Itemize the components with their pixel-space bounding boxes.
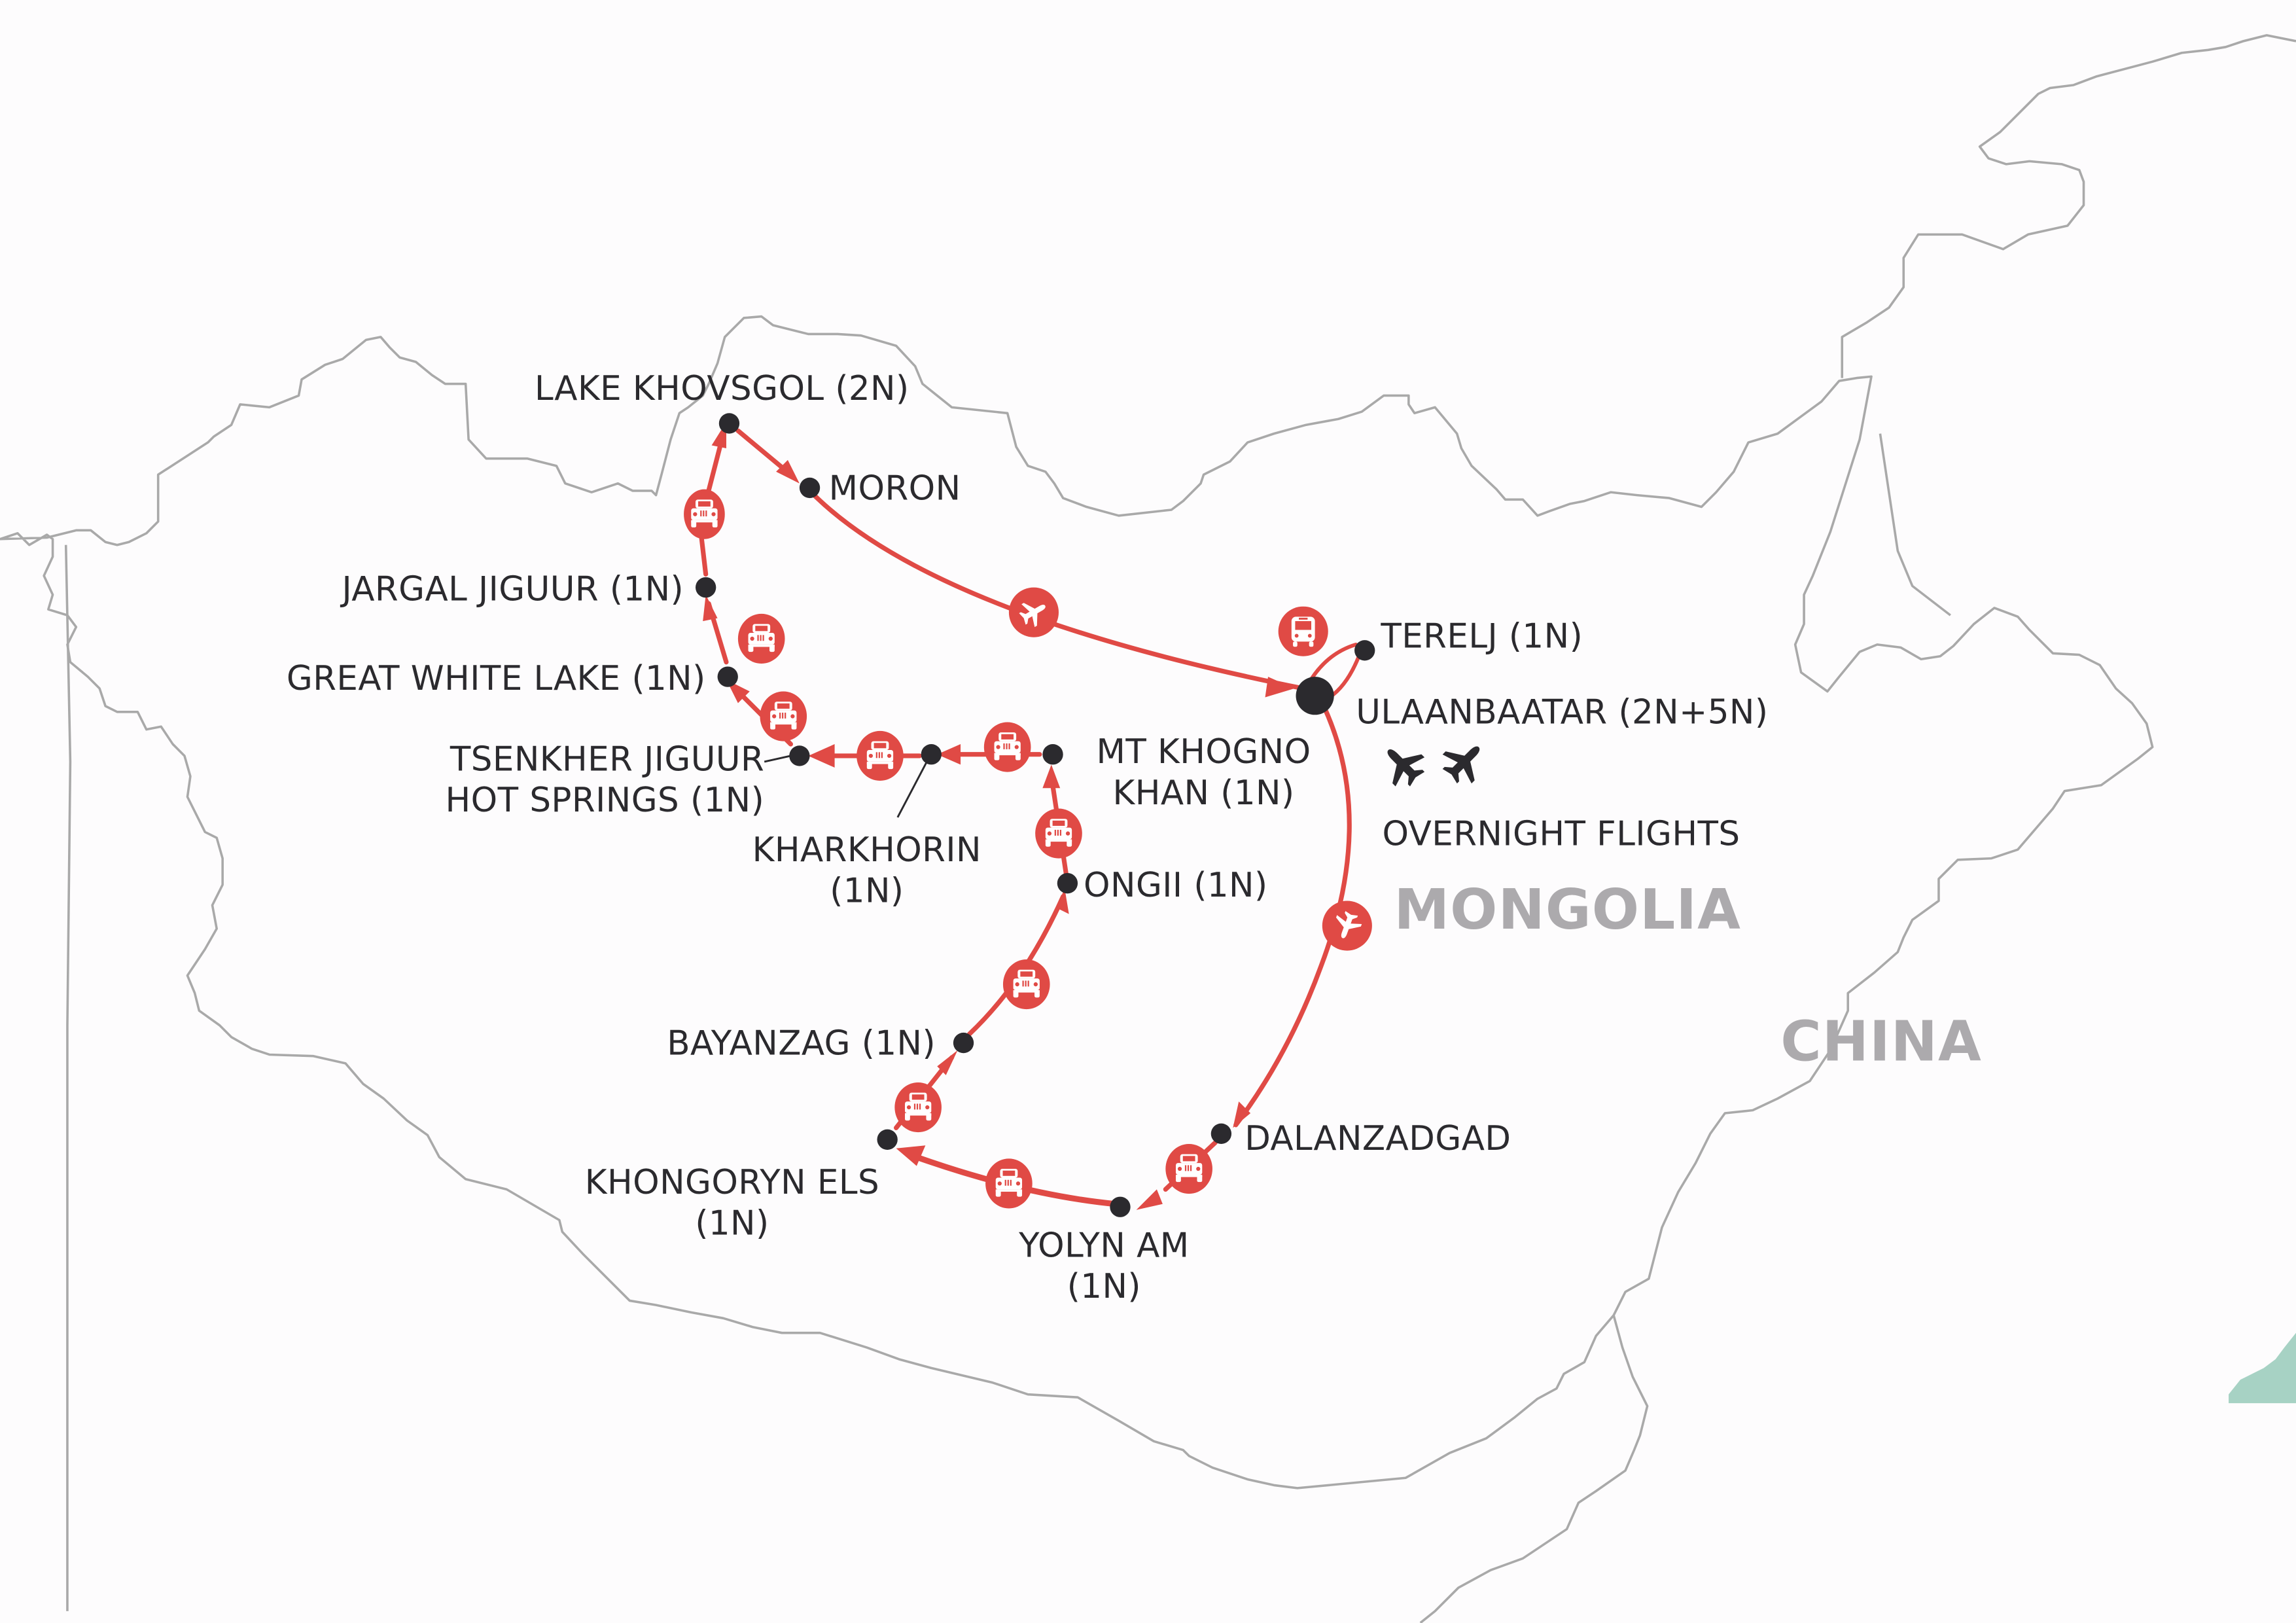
border-left-vertical: [64, 544, 72, 1611]
stop-marker-great-white-lake: [717, 666, 738, 687]
label-yolyn-line1: YOLYN AM: [1018, 1226, 1189, 1265]
arrow-icon: [1265, 677, 1295, 698]
label-tsenkher-line2: HOT SPRINGS (1N): [446, 781, 765, 820]
stop-marker-moron: [799, 477, 821, 499]
stop-marker-ulaanbaatar: [1296, 677, 1334, 715]
label-ongii: ONGII (1N): [1084, 866, 1267, 905]
stop-marker-kharkhorin: [921, 744, 942, 765]
two-airplanes-icon: [1373, 732, 1494, 794]
stop-marker-lake-khovsgol: [718, 413, 740, 434]
stop-marker-jargal-jiguur: [695, 577, 716, 598]
jeep-icon: [894, 1082, 942, 1133]
arrow-icon: [808, 744, 835, 768]
country-label-china: CHINA: [1780, 1009, 1982, 1074]
label-kharkhorin-line1: KHARKHORIN: [752, 830, 981, 870]
label-jargal-jiguur: JARGAL JIGUUR (1N): [340, 570, 684, 609]
sea-area: [2229, 1332, 2296, 1404]
label-overnight-flights: OVERNIGHT FLIGHTS: [1383, 814, 1740, 853]
bus-icon: [1278, 606, 1328, 656]
border-ne-inner: [1879, 433, 1951, 616]
arrow-icon: [937, 744, 961, 765]
transport-badges: [684, 489, 1372, 1209]
label-bayanzag: BAYANZAG (1N): [667, 1024, 936, 1063]
country-label-mongolia: MONGOLIA: [1394, 878, 1741, 942]
china-border-east: [1419, 1315, 1649, 1623]
stop-markers: [695, 413, 1375, 1217]
stop-marker-mt-khogno: [1042, 744, 1063, 765]
stop-marker-dalanzadgad: [1210, 1123, 1232, 1144]
jeep-icon: [1165, 1143, 1212, 1194]
label-yolyn-line2: (1N): [1067, 1267, 1141, 1306]
label-tsenkher-line1: TSENKHER JIGUUR: [450, 740, 764, 779]
arrow-icon: [1042, 764, 1061, 789]
jeep-icon: [983, 722, 1031, 772]
jeep-icon: [1002, 959, 1050, 1010]
airplane-icon: [1322, 901, 1372, 951]
label-khogno-line2: KHAN (1N): [1113, 774, 1295, 813]
arrow-icon: [703, 594, 718, 622]
stop-marker-yolyn-am: [1110, 1196, 1131, 1217]
jeep-icon: [760, 691, 807, 741]
airplane-icon: [1008, 587, 1059, 637]
jeep-icon: [1035, 808, 1082, 859]
stop-marker-bayanzag: [953, 1032, 974, 1054]
arrow-icon: [896, 1145, 926, 1166]
stop-marker-tsenkher-jiguur: [789, 745, 810, 766]
arrow-icon: [1057, 887, 1069, 914]
stop-marker-ongii: [1057, 872, 1078, 894]
mongolia-border: [0, 315, 2154, 1489]
russia-border-north: [1841, 34, 2296, 378]
label-ulaanbaatar: ULAANBAATAR (2N+5N): [1356, 693, 1768, 732]
label-khongoryn-line1: KHONGORYN ELS: [585, 1163, 879, 1202]
flight-moron-ulaanbaatar: [811, 493, 1306, 691]
arrow-icon: [937, 1050, 958, 1075]
flight-ulaanbaatar-dalanzadgad: [1233, 704, 1352, 1128]
label-kharkhorin-line2: (1N): [830, 872, 904, 911]
arrow-icon: [776, 459, 800, 484]
arrow-icon: [1136, 1189, 1163, 1210]
label-great-white-lake: GREAT WHITE LAKE (1N): [287, 659, 706, 698]
label-moron: MORON: [829, 469, 961, 508]
label-terelj: TERELJ (1N): [1380, 616, 1583, 656]
jeep-icon: [857, 730, 904, 781]
label-khongoryn-line2: (1N): [695, 1204, 769, 1243]
stop-labels: LAKE KHOVSGOL (2N) MORON JARGAL JIGUUR (…: [287, 369, 1768, 1306]
route-lines: [698, 421, 1361, 1210]
label-dalanzadgad: DALANZADGAD: [1245, 1119, 1511, 1158]
label-lake-khovsgol: LAKE KHOVSGOL (2N): [535, 369, 910, 408]
stop-marker-khongoryn-els: [877, 1129, 898, 1150]
jeep-icon: [684, 489, 725, 539]
leader-line-kharkhorin: [896, 758, 930, 818]
jeep-icon: [985, 1158, 1033, 1209]
label-khogno-line1: MT KHOGNO: [1096, 732, 1311, 772]
leader-line-tsenkher: [764, 755, 791, 763]
country-borders: [0, 34, 2296, 1623]
stop-marker-terelj: [1354, 640, 1375, 661]
jeep-icon: [737, 613, 785, 664]
